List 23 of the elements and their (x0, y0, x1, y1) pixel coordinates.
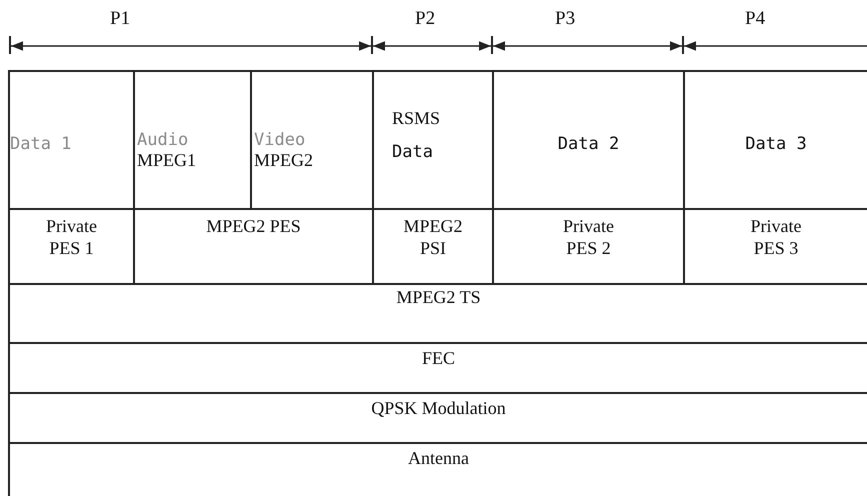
section-label: P2 (415, 8, 436, 30)
layer-label: MPEG1 (137, 150, 196, 172)
layer-label: Private PES 3 (750, 216, 802, 260)
layer-label: Antenna (408, 448, 469, 470)
layer-label: Data 2 (558, 134, 620, 154)
layer-label: MPEG2 (254, 150, 314, 172)
layer-label: RSMS (392, 108, 440, 130)
section-label: P4 (745, 8, 766, 30)
layer-label: MPEG2 TS (396, 287, 481, 309)
section-label: P1 (110, 8, 130, 30)
layer-label: Video (254, 130, 306, 150)
layer-label: Private PES 1 (45, 216, 98, 260)
layer-label: Data (392, 142, 433, 162)
layer-label: Private PES 2 (562, 216, 615, 260)
layer-label: Data 3 (745, 134, 807, 154)
layer-label: QPSK Modulation (371, 398, 506, 420)
layer-label: FEC (422, 348, 455, 370)
layer-label: MPEG2 PES (206, 216, 301, 238)
layer-label: MPEG2 PSI (402, 216, 464, 260)
layer-label: Audio (137, 130, 188, 150)
layer-box (8, 70, 135, 210)
layer-label: Data 1 (10, 134, 72, 154)
section-label: P3 (555, 8, 576, 30)
